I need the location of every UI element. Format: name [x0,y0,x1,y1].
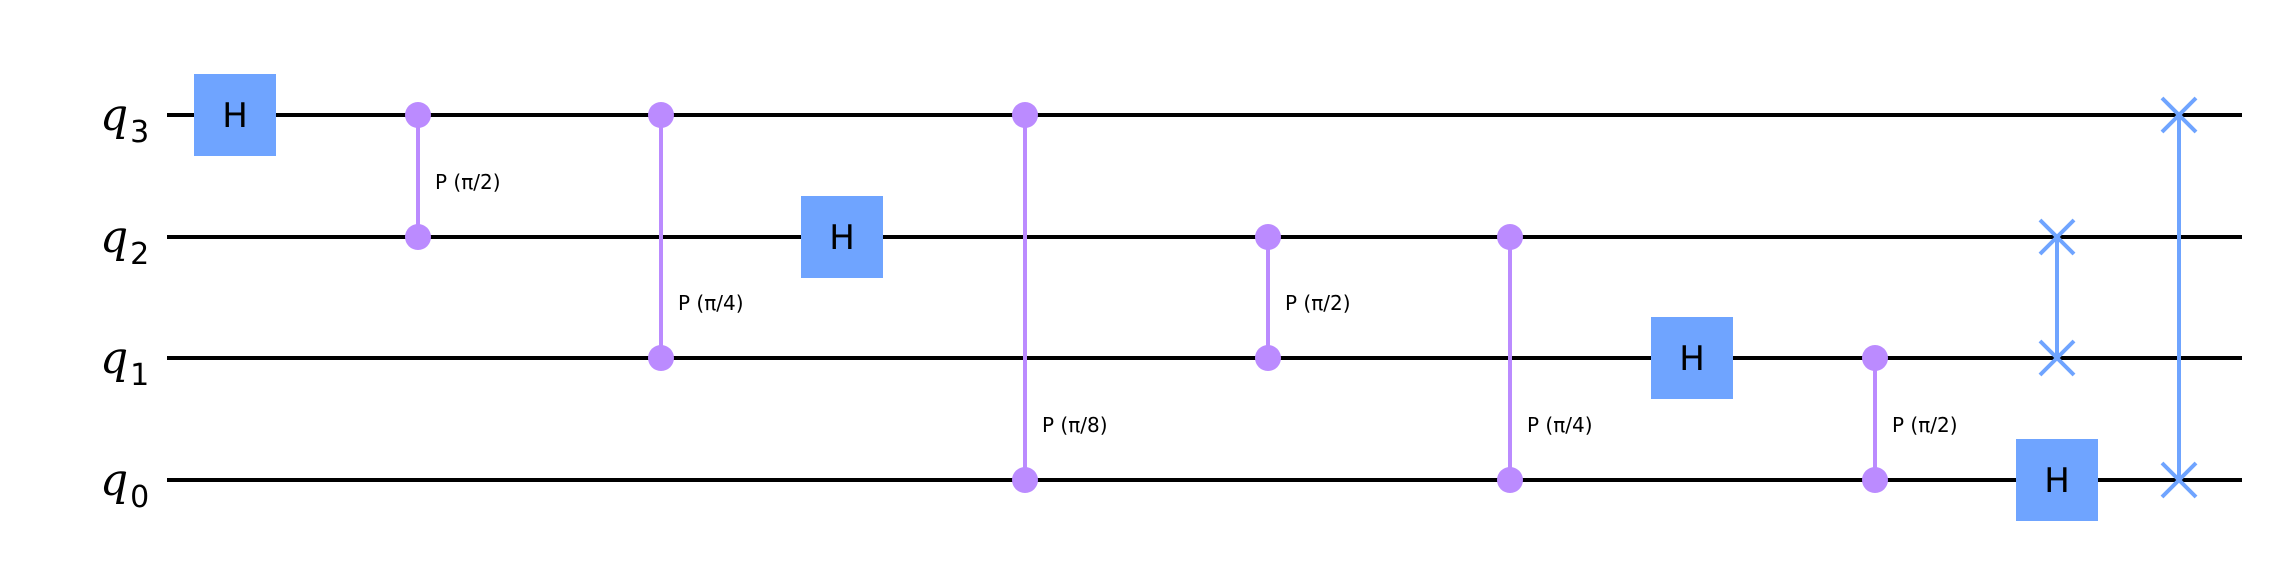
hadamard-gate-label: H [829,218,855,258]
qubit-label-name: q [100,455,128,506]
control-dot [1497,224,1523,250]
gates: H P (π/2) P (π/4) H P (π/8) P (π/2) P (π/4) H P … [194,74,2198,521]
swap-cross-icon [2038,339,2076,377]
controlled-phase-gate: P (π/2) [405,102,501,250]
phase-gate-label: P (π/2) [1892,413,1958,437]
control-dot [405,102,431,128]
phase-gate-label: P (π/4) [678,291,744,315]
hadamard-gate-q3: H [194,74,276,156]
control-dot [1255,224,1281,250]
swap-cross-icon [2160,461,2198,499]
control-dot [1497,467,1523,493]
hadamard-gate-q2: H [801,196,883,278]
qubit-label-name: q [100,333,128,384]
phase-gate-label: P (π/4) [1527,413,1593,437]
control-dot [1012,102,1038,128]
qubit-label-q3: q3 [100,90,149,150]
qubit-label-index: 2 [130,237,149,272]
hadamard-gate-q1: H [1651,317,1733,399]
controlled-phase-gate: P (π/2) [1255,224,1351,371]
qubit-label-index: 3 [130,115,149,150]
controlled-phase-gate: P (π/2) [1862,345,1958,493]
swap-gate [2038,218,2076,377]
control-dot [648,345,674,371]
qubit-label-q1: q1 [100,333,149,393]
qubit-label-name: q [100,212,128,263]
hadamard-gate-box [2016,439,2098,521]
hadamard-gate-q0: H [2016,439,2098,521]
hadamard-gate-label: H [222,96,248,136]
qubit-label-index: 1 [130,358,149,393]
control-dot [1862,467,1888,493]
controlled-phase-gate: P (π/4) [648,102,744,371]
phase-gate-label: P (π/2) [1285,291,1351,315]
control-dot [648,102,674,128]
qubit-wires [167,113,2242,482]
phase-gate-label: P (π/2) [435,170,501,194]
control-dot [405,224,431,250]
qubit-label-q2: q2 [100,212,149,272]
hadamard-gate-box [194,74,276,156]
swap-cross-icon [2038,218,2076,256]
controlled-phase-gate: P (π/4) [1497,224,1593,493]
qubit-label-name: q [100,90,128,141]
control-dot [1862,345,1888,371]
swap-gate [2160,96,2198,499]
hadamard-gate-box [801,196,883,278]
qubit-label-index: 0 [130,480,149,515]
control-dot [1255,345,1281,371]
controlled-phase-gate: P (π/8) [1012,102,1108,493]
hadamard-gate-label: H [1679,339,1705,379]
hadamard-gate-label: H [2044,461,2070,501]
swap-cross-icon [2160,96,2198,134]
phase-gate-label: P (π/8) [1042,413,1108,437]
control-dot [1012,467,1038,493]
qubit-label-q0: q0 [100,455,149,515]
hadamard-gate-box [1651,317,1733,399]
